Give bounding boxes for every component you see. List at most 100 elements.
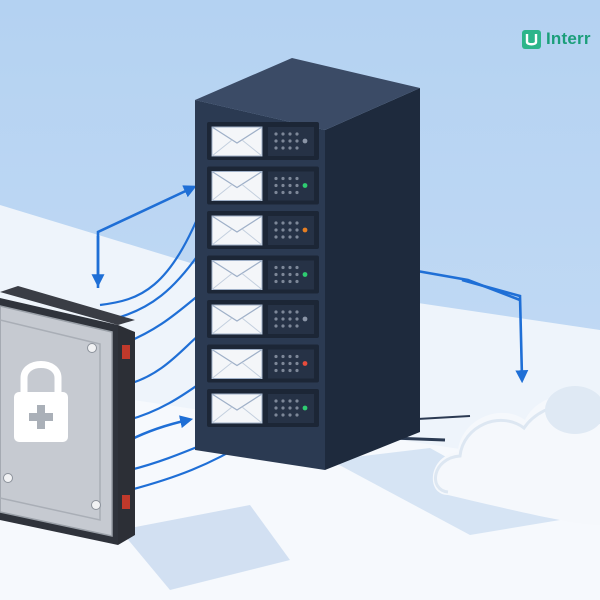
vent-dot — [288, 176, 292, 181]
vent-dot — [295, 368, 299, 373]
rack-side — [325, 88, 420, 470]
vent-dot — [295, 413, 299, 417]
envelope-flap — [211, 304, 263, 322]
vent-dot — [288, 146, 292, 150]
server-rack — [195, 58, 420, 470]
vent-dot — [295, 132, 299, 136]
u-bracket-icon — [522, 30, 541, 49]
drive-screw — [3, 473, 13, 483]
rack-to-cloud-arrow — [461, 278, 529, 384]
rack-slots — [207, 122, 319, 427]
drive-shadow — [120, 505, 290, 590]
padlock-plus-icon — [14, 361, 68, 442]
vent-dot — [295, 190, 299, 195]
vent-dot — [295, 146, 299, 150]
vent-dot — [281, 272, 285, 277]
drive-led — [122, 345, 130, 359]
vent-dot — [281, 406, 285, 410]
vent-dot — [295, 317, 299, 321]
cloud-to-rack-arrow — [394, 262, 521, 302]
vent-dot — [295, 324, 299, 328]
sync-arrows — [91, 185, 197, 442]
vent-dot — [274, 183, 278, 188]
vent-dot — [281, 265, 285, 270]
vent-dot — [281, 221, 285, 225]
vent-dot — [295, 406, 299, 410]
vent-dot — [288, 399, 292, 403]
envelope-fold — [211, 362, 263, 379]
vent-dot — [288, 324, 292, 328]
envelope-fold — [211, 228, 263, 246]
vent-dot — [274, 235, 278, 239]
vent-dot — [288, 265, 292, 270]
vent-dot — [288, 221, 292, 225]
vent-dot — [288, 235, 292, 239]
vent-dot — [274, 265, 278, 270]
vent-dot — [288, 139, 292, 143]
rack-slot — [207, 166, 319, 205]
vent-dot — [288, 132, 292, 136]
vent-dot — [295, 139, 299, 143]
drive-screw — [87, 343, 97, 353]
vent-dot — [295, 221, 299, 225]
cloud-icon — [432, 386, 600, 525]
vent-dot — [295, 265, 299, 270]
vent-dot — [288, 406, 292, 410]
vent-dot — [274, 324, 278, 328]
vent-dot — [288, 228, 292, 232]
brand-name: Interr — [546, 29, 591, 48]
vent-dot — [274, 399, 278, 403]
vent-dot — [288, 413, 292, 417]
vent-dot — [288, 272, 292, 277]
vent-dot — [295, 176, 299, 181]
envelope-flap — [211, 259, 263, 278]
rack-slot — [207, 344, 319, 383]
envelope-flap — [211, 348, 263, 367]
status-led — [302, 138, 308, 144]
cloud-arrows — [394, 262, 529, 384]
vent-dot — [274, 354, 278, 359]
vent-dot — [295, 279, 299, 284]
vent-dot — [295, 235, 299, 239]
hard-drive — [0, 286, 135, 545]
vent-dot — [274, 176, 278, 181]
rack-slot — [207, 255, 319, 294]
rack-slot — [207, 389, 319, 427]
vent-dot — [274, 361, 278, 366]
vent-dot — [274, 190, 278, 195]
vent-dot — [281, 132, 285, 136]
vent-dot — [274, 317, 278, 321]
vent-dot — [274, 132, 278, 136]
vent-dot — [288, 361, 292, 366]
vent-dot — [281, 413, 285, 417]
drive-top-edge — [0, 286, 135, 325]
status-led — [302, 227, 308, 233]
rack-top — [195, 58, 420, 130]
vent-dot — [288, 279, 292, 284]
status-led — [302, 183, 308, 188]
vent-dot — [281, 228, 285, 232]
vent-dot — [295, 272, 299, 277]
vent-dot — [281, 183, 285, 188]
vent-dot — [281, 146, 285, 150]
envelope-fold — [211, 184, 263, 201]
vent-dot — [281, 310, 285, 314]
vent-dot — [281, 368, 285, 373]
brand-logo: Interr — [522, 30, 591, 54]
vent-dot — [288, 310, 292, 314]
vent-dot — [288, 190, 292, 195]
vent-dot — [295, 310, 299, 314]
vent-dot — [288, 368, 292, 373]
vent-dot — [274, 310, 278, 314]
vent-dot — [281, 317, 285, 321]
status-led — [302, 405, 308, 411]
envelope-fold — [211, 317, 263, 335]
vent-dot — [281, 399, 285, 403]
drive-port — [122, 495, 130, 509]
vent-dot — [274, 139, 278, 143]
rack-slot — [207, 122, 319, 160]
status-led — [302, 272, 308, 277]
vent-dot — [281, 139, 285, 143]
